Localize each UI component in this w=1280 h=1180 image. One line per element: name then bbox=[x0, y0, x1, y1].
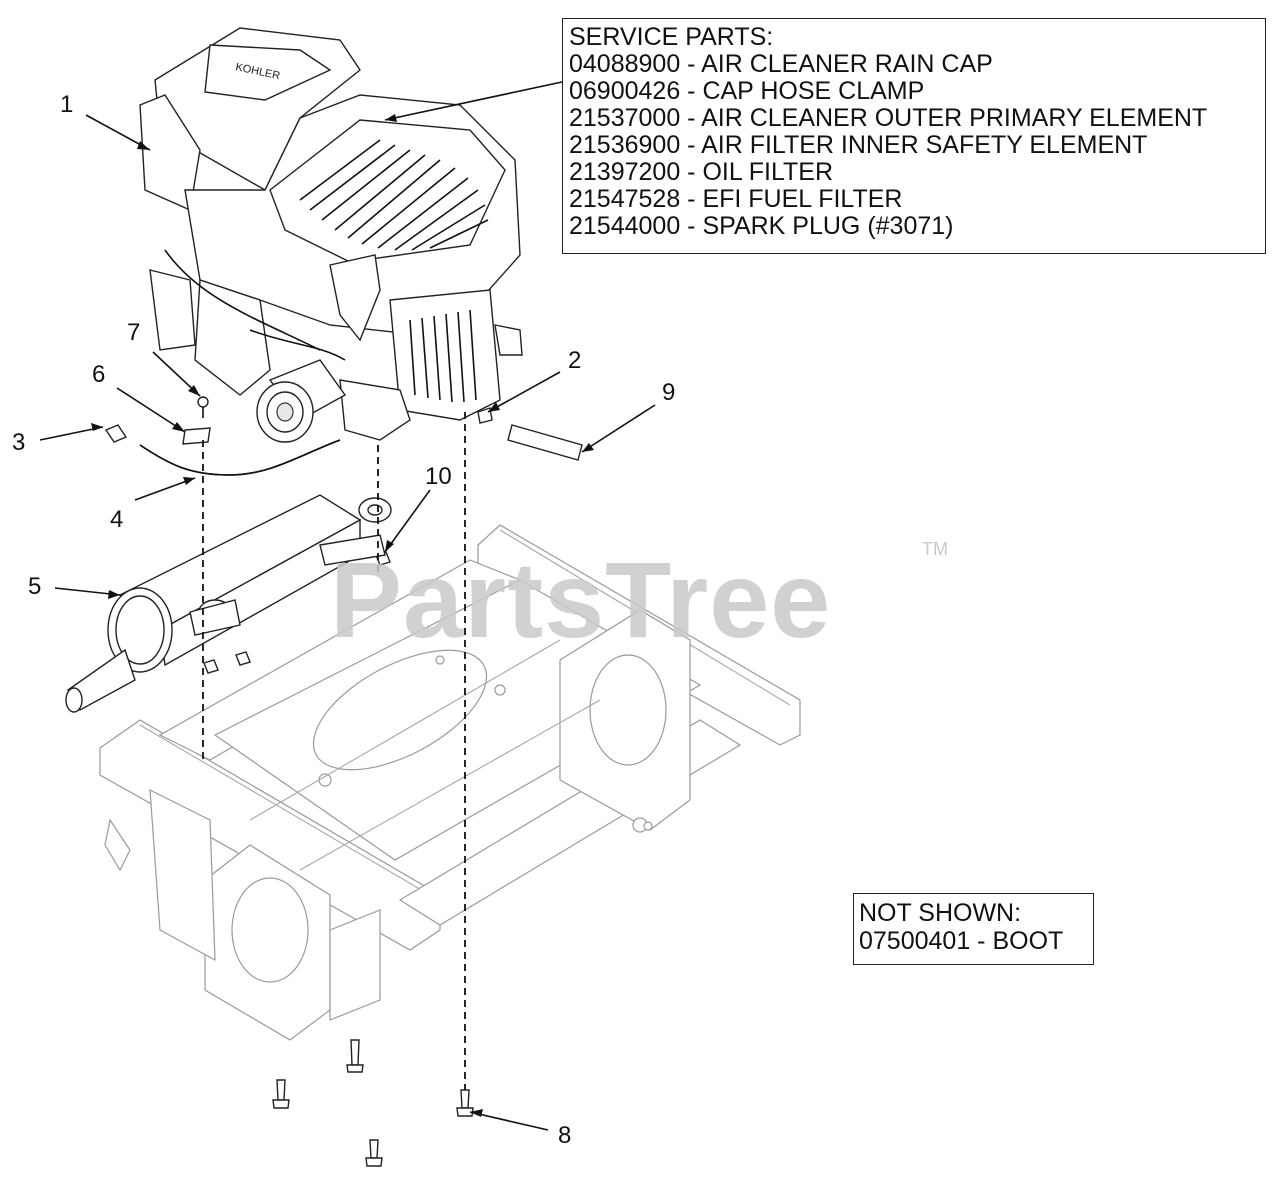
leader-lines bbox=[39, 81, 656, 1131]
callout-2: 2 bbox=[568, 347, 581, 374]
service-parts-title: SERVICE PARTS: bbox=[569, 23, 774, 51]
callout-1: 1 bbox=[60, 91, 73, 118]
part-4-hose bbox=[139, 439, 341, 476]
service-part-item: 21547528 - EFI FUEL FILTER bbox=[569, 185, 903, 213]
not-shown-title: NOT SHOWN: bbox=[859, 899, 1022, 927]
service-part-item: 21544000 - SPARK PLUG (#3071) bbox=[569, 212, 954, 240]
callout-9: 9 bbox=[662, 379, 675, 406]
service-parts-box: SERVICE PARTS: 04088900 - AIR CLEANER RA… bbox=[562, 18, 1266, 254]
callout-8: 8 bbox=[558, 1122, 571, 1149]
service-part-item: 21536900 - AIR FILTER INNER SAFETY ELEME… bbox=[569, 131, 1148, 159]
not-shown-item: 07500401 - BOOT bbox=[859, 927, 1064, 955]
callout-5: 5 bbox=[28, 573, 41, 600]
engine-mount-frame bbox=[99, 524, 801, 1041]
not-shown-box: NOT SHOWN: 07500401 - BOOT bbox=[853, 893, 1094, 965]
part-7-bolt bbox=[197, 396, 209, 418]
callout-6: 6 bbox=[92, 361, 105, 388]
service-part-item: 04088900 - AIR CLEANER RAIN CAP bbox=[569, 50, 993, 78]
service-part-item: 21397200 - OIL FILTER bbox=[569, 158, 834, 186]
part-9-tube bbox=[507, 424, 583, 461]
oil-filter bbox=[256, 359, 347, 443]
callout-4: 4 bbox=[110, 506, 123, 533]
part-6-clamp bbox=[182, 427, 211, 445]
part-8-bolts bbox=[272, 1039, 474, 1167]
cylinder-fins bbox=[409, 309, 477, 403]
watermark-trademark: TM bbox=[922, 539, 948, 559]
callout-3: 3 bbox=[12, 429, 25, 456]
parts-tree-watermark: PartsTree bbox=[330, 539, 831, 660]
callout-7: 7 bbox=[127, 319, 140, 346]
part-3-fitting bbox=[104, 424, 128, 443]
service-part-item: 06900426 - CAP HOSE CLAMP bbox=[569, 77, 925, 105]
cooling-grille bbox=[299, 139, 489, 251]
engine-assembly: KOHLER bbox=[139, 27, 523, 443]
callout-10: 10 bbox=[425, 463, 452, 490]
service-part-item: 21537000 - AIR CLEANER OUTER PRIMARY ELE… bbox=[569, 104, 1208, 132]
